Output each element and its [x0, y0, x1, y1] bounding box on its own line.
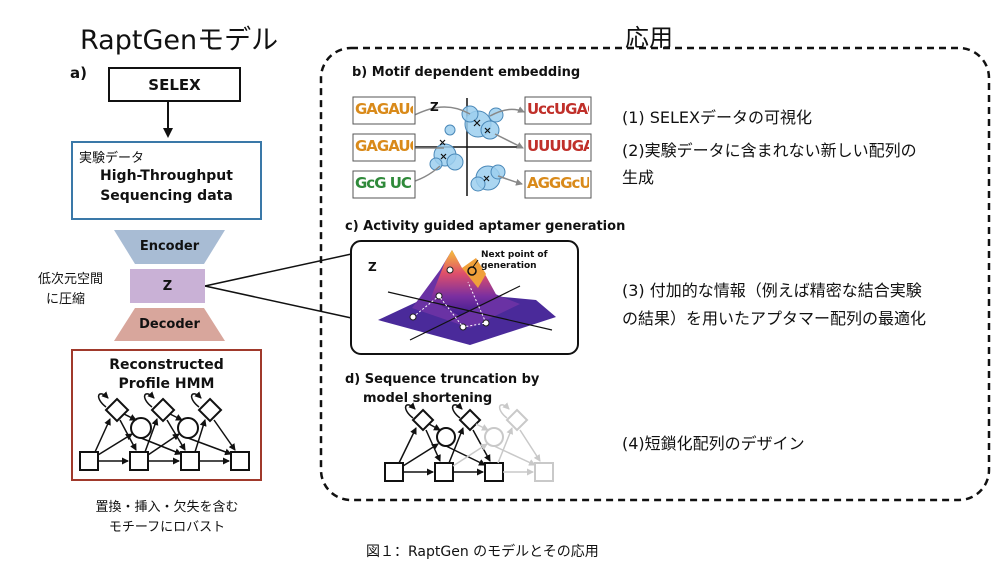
motif-left-1: GAGAUcc [355, 100, 413, 118]
figure-caption: 図１：RaptGen のモデルとその応用 [366, 544, 599, 560]
panel-c-title: c) Activity guided aptamer generation [345, 219, 626, 234]
motif-left-3: GcG UC [355, 174, 412, 192]
callout-line-top [204, 252, 357, 287]
motif-right-2: UUUUGAG [527, 137, 589, 155]
panel-c-next-line2: generation [481, 261, 537, 271]
application-dashed-box [319, 46, 991, 502]
z-label: Z [162, 278, 173, 294]
encoder-label: Encoder [139, 239, 200, 254]
panel-c-next-line1: Next point of [481, 250, 548, 260]
left-title: RaptGenモデル [80, 25, 279, 56]
panel-d-title-line2: model shortening [363, 391, 493, 406]
left-hmm-edges [94, 391, 236, 465]
motif-right-3: AGGGcUC [527, 174, 589, 192]
panel-c-path [412, 281, 487, 328]
hmm-box: Reconstructed Profile HMM [71, 349, 262, 481]
application-4: (4)短鎖化配列のデザイン [622, 434, 805, 453]
hts-line2: Sequencing data [100, 188, 233, 204]
left-hmm-graph [79, 397, 250, 471]
latent-line1: 低次元空間 [38, 272, 104, 287]
panel-d-edges-gray [452, 402, 541, 476]
motif-right-1: UccUGAG [527, 100, 589, 118]
application-2-line1: (2)実験データに含まれない新しい配列の [622, 141, 917, 160]
panel-a-label: a) [70, 64, 87, 82]
hts-line1: High-Throughput [100, 168, 233, 184]
panel-c-next-pointer [472, 259, 479, 268]
panel-c-axes [387, 285, 553, 341]
panel-d-title-line1: d) Sequence truncation by [345, 372, 540, 387]
decoder-label: Decoder [139, 317, 200, 332]
hts-box: 実験データ High-Throughput Sequencing data [71, 141, 262, 220]
panel-b-markers [439, 119, 491, 182]
experiment-data-label: 実験データ [79, 151, 145, 166]
z-box: Z [130, 269, 205, 303]
selex-label: SELEX [148, 75, 201, 94]
callout-line-bottom [204, 285, 357, 320]
robust-line2: モチーフにロバスト [108, 520, 226, 535]
encoder-shape [114, 230, 225, 264]
panel-c-next-point [467, 266, 477, 276]
application-3-line1: (3) 付加的な情報（例えば精密な結合実験 [622, 281, 922, 300]
right-title: 応用 [625, 24, 673, 52]
selex-box: SELEX [108, 67, 241, 102]
panel-b-z: Z [430, 100, 439, 114]
panel-b-title: b) Motif dependent embedding [352, 65, 581, 80]
motif-left-2: GAGAUGU [355, 137, 413, 155]
panel-d-hmm-black [384, 408, 504, 482]
robust-line1: 置換・挿入・欠失を含む [95, 500, 239, 515]
hmm-line2: Profile HMM [118, 376, 215, 392]
panel-c-z: Z [368, 260, 377, 274]
application-2-line2: 生成 [622, 168, 655, 187]
hmm-line1: Reconstructed [109, 357, 224, 373]
decoder-shape [114, 308, 225, 341]
latent-line2: に圧縮 [46, 292, 86, 307]
panel-b-motif-boxes [352, 96, 592, 199]
application-3-line2: の結果）を用いたアプタマー配列の最適化 [622, 309, 927, 328]
panel-c-landscape [378, 250, 556, 345]
application-1: (1) SELEXデータの可視化 [622, 108, 813, 127]
panel-b-gray-arrows [405, 106, 525, 186]
